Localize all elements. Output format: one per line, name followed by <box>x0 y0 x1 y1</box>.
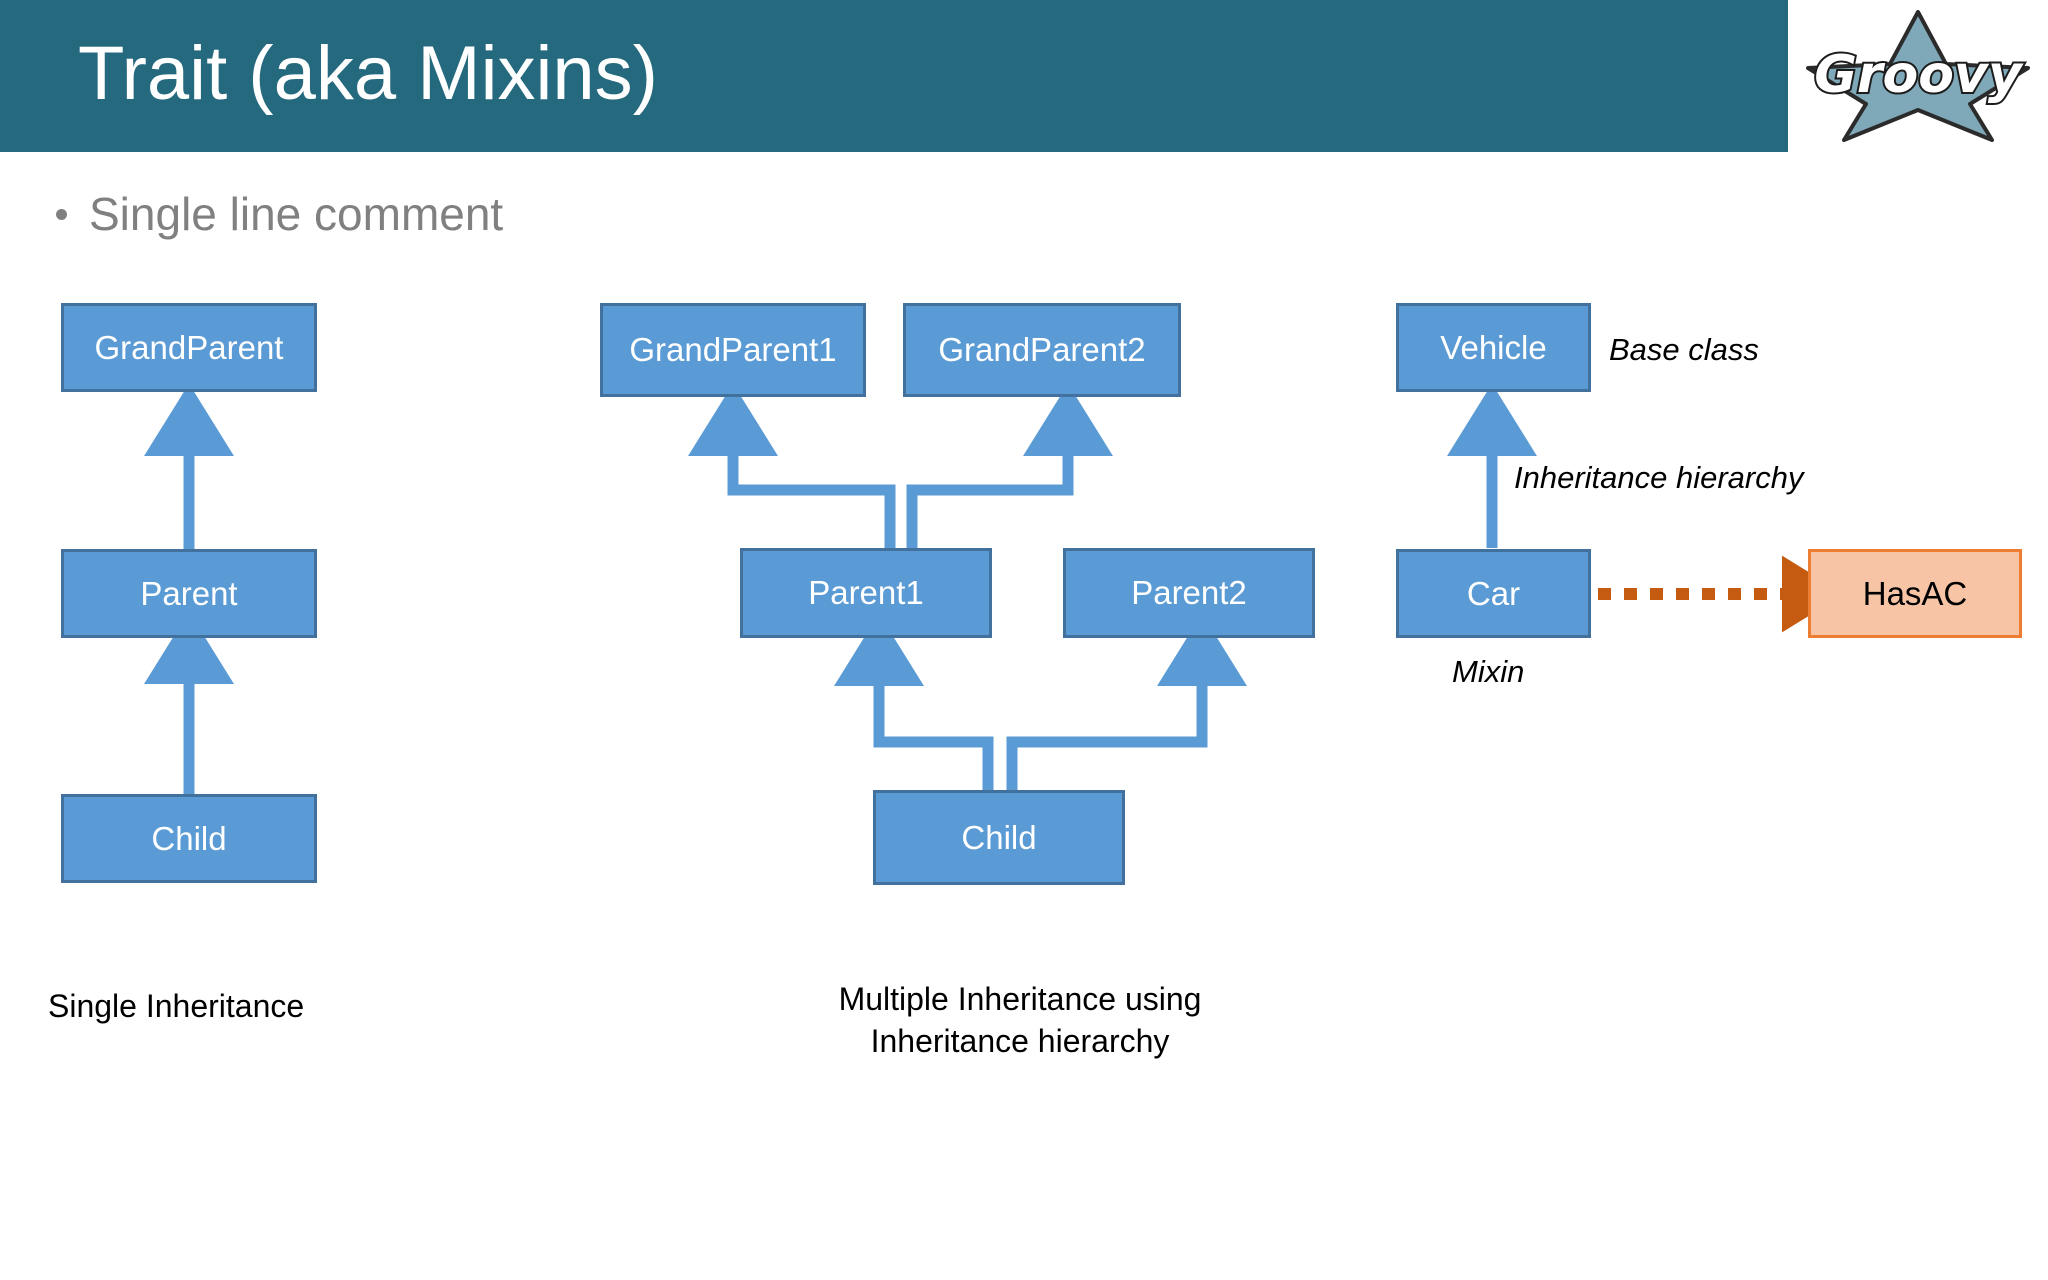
caption-single-inheritance: Single Inheritance <box>48 988 305 1024</box>
title-bar <box>0 0 1788 152</box>
edge-parent1-to-grandparent2 <box>906 383 1114 548</box>
node-vehicle[interactable]: Vehicle <box>1396 303 1591 392</box>
node-label: GrandParent2 <box>938 331 1146 368</box>
node-label: HasAC <box>1862 574 1968 612</box>
node-grandparent1[interactable]: GrandParent1 <box>600 303 866 397</box>
caption-multiple-inheritance: Multiple Inheritance using Inheritance h… <box>740 978 1300 1062</box>
node-label: Parent <box>140 574 238 612</box>
node-child[interactable]: Child <box>61 794 317 883</box>
node-label: Car <box>1466 574 1521 612</box>
node-car[interactable]: Car <box>1396 549 1591 638</box>
logo-star-shape <box>1806 10 2030 142</box>
caption-line-1: Multiple Inheritance using <box>838 981 1202 1017</box>
node-label: GrandParent <box>94 328 284 366</box>
groovy-logo: Groovy <box>1800 6 2036 142</box>
bullet-dot-icon <box>56 209 67 220</box>
node-label: Child <box>151 819 227 857</box>
page-title: Trait (aka Mixins) <box>78 31 658 116</box>
node-parent1[interactable]: Parent1 <box>740 548 992 638</box>
node-child-multiple[interactable]: Child <box>873 790 1125 885</box>
node-label: Vehicle <box>1440 328 1547 366</box>
node-label: Parent1 <box>808 574 924 611</box>
node-parent[interactable]: Parent <box>61 549 317 638</box>
annotation-base-class: Base class <box>1609 332 1759 367</box>
node-grandparent[interactable]: GrandParent <box>61 303 317 392</box>
edge-child-to-parent1 <box>833 613 994 790</box>
edge-parent1-to-grandparent1 <box>687 383 896 548</box>
node-hasac[interactable]: HasAC <box>1808 549 2022 638</box>
caption-line-2: Inheritance hierarchy <box>870 1023 1170 1059</box>
bullet-item-label: Single line comment <box>89 188 504 240</box>
annotation-inheritance-hierarchy: Inheritance hierarchy <box>1514 460 1804 495</box>
bullet-item: Single line comment <box>56 186 503 242</box>
annotation-mixin: Mixin <box>1452 654 1525 689</box>
node-parent2[interactable]: Parent2 <box>1063 548 1315 638</box>
node-grandparent2[interactable]: GrandParent2 <box>903 303 1181 397</box>
logo-wordmark: Groovy <box>1814 45 2024 105</box>
edge-child-to-parent2 <box>1006 613 1248 790</box>
node-label: GrandParent1 <box>629 331 837 368</box>
node-label: Parent2 <box>1131 574 1247 611</box>
node-label: Child <box>961 818 1037 856</box>
